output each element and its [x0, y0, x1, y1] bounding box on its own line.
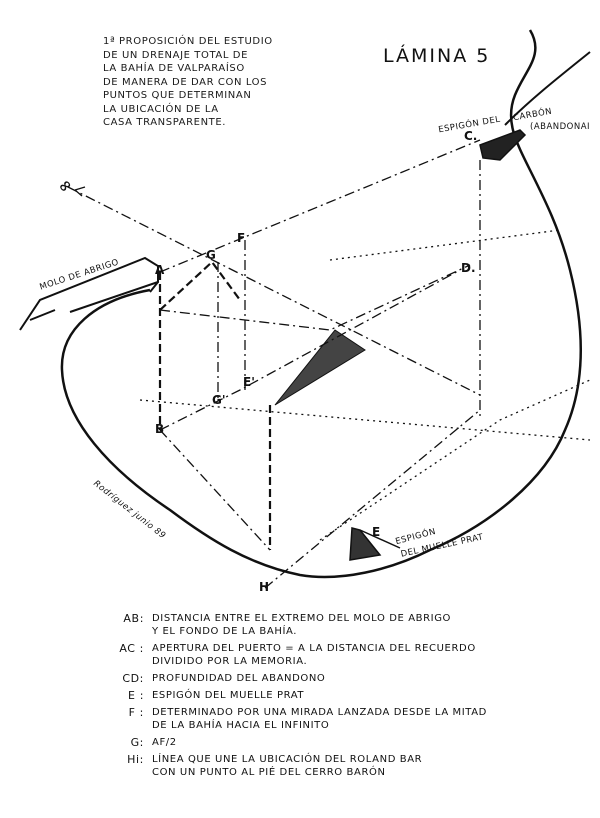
- point-G: G: [206, 248, 216, 262]
- legend-item: Hi: LÍNEA QUE UNE LA UBICACIÓN DEL ROLAND…: [110, 753, 487, 779]
- point-E: E: [372, 525, 381, 539]
- legend-item: G: AF/2: [110, 736, 487, 749]
- point-H: H: [259, 580, 270, 594]
- legend-item: CD: PROFUNDIDAD DEL ABANDONO: [110, 672, 487, 685]
- title-line: CASA TRANSPARENTE.: [103, 117, 227, 128]
- shaded-wedge: [274, 329, 366, 406]
- title-block: 1ª PROPOSICIÓN DEL ESTUDIO DE UN DRENAJE…: [103, 35, 273, 130]
- title-line: PUNTOS QUE DETERMINAN: [103, 90, 252, 101]
- title-line: 1ª PROPOSICIÓN DEL ESTUDIO: [103, 36, 273, 47]
- legend-text: AF/2: [152, 737, 177, 748]
- legend-key: AB:: [123, 612, 144, 625]
- coast-ridge: [504, 51, 591, 126]
- title-line: DE MANERA DE DAR CON LOS: [103, 76, 268, 88]
- legend-key: CD:: [122, 672, 144, 685]
- molo-de-abrigo: [19, 256, 159, 331]
- legend-text: PROFUNDIDAD DEL ABANDONO: [152, 673, 326, 684]
- point-D: D.: [461, 261, 476, 275]
- title-line: LA UBICACIÓN DE LA: [103, 103, 219, 115]
- legend-text: LÍNEA QUE UNE LA UBICACIÓN DEL ROLAND BA…: [152, 754, 423, 765]
- legend-item: E : ESPIGÓN DEL MUELLE PRAT: [110, 689, 487, 702]
- legend: AB: DISTANCIA ENTRE EL EXTREMO DEL MOLO D…: [110, 612, 487, 783]
- legend-text: DISTANCIA ENTRE EL EXTREMO DEL MOLO DE A…: [152, 613, 452, 624]
- espigon-carbon: [479, 129, 527, 161]
- bay-coastline: [60, 29, 582, 579]
- espigon-carbon-label: (ABANDONAI: [530, 122, 591, 132]
- point-B: B: [155, 422, 165, 436]
- legend-text: DE LA BAHÍA HACIA EL INFINITO: [152, 720, 330, 731]
- title-line: LA BAHÍA DE VALPARAÍSO: [103, 63, 245, 74]
- legend-key: G:: [130, 736, 144, 749]
- point-C: C.: [464, 129, 478, 143]
- legend-key: E :: [128, 689, 144, 702]
- espigon-prat: [349, 527, 382, 561]
- legend-item: F : DETERMINADO POR UNA MIRADA LANZADA DE…: [110, 706, 487, 732]
- legend-item: AB: DISTANCIA ENTRE EL EXTREMO DEL MOLO D…: [110, 612, 487, 638]
- point-G-prime: G': [212, 393, 226, 407]
- legend-text: APERTURA DEL PUERTO = A LA DISTANCIA DEL…: [152, 643, 476, 654]
- legend-item: AC : APERTURA DEL PUERTO = A LA DISTANCIA…: [110, 642, 487, 668]
- legend-key: AC :: [119, 642, 144, 655]
- legend-text: CON UN PUNTO AL PIÉ DEL CERRO BARÓN: [152, 767, 386, 778]
- point-F: F: [237, 231, 246, 245]
- legend-key: F :: [128, 706, 144, 719]
- legend-text: Y EL FONDO DE LA BAHÍA.: [152, 626, 298, 637]
- point-A: A: [155, 263, 165, 277]
- legend-text: ESPIGÓN DEL MUELLE PRAT: [152, 690, 305, 701]
- title-line: DE UN DRENAJE TOTAL DE: [103, 49, 249, 61]
- legend-text: DIVIDIDO POR LA MEMORIA.: [152, 656, 308, 667]
- sheet-label: LÁMINA 5: [383, 45, 491, 67]
- point-E-prime: E': [243, 375, 255, 389]
- legend-text: DETERMINADO POR UNA MIRADA LANZADA DESDE…: [152, 707, 487, 718]
- legend-key: Hi:: [127, 753, 144, 766]
- infinity-line: [67, 186, 481, 396]
